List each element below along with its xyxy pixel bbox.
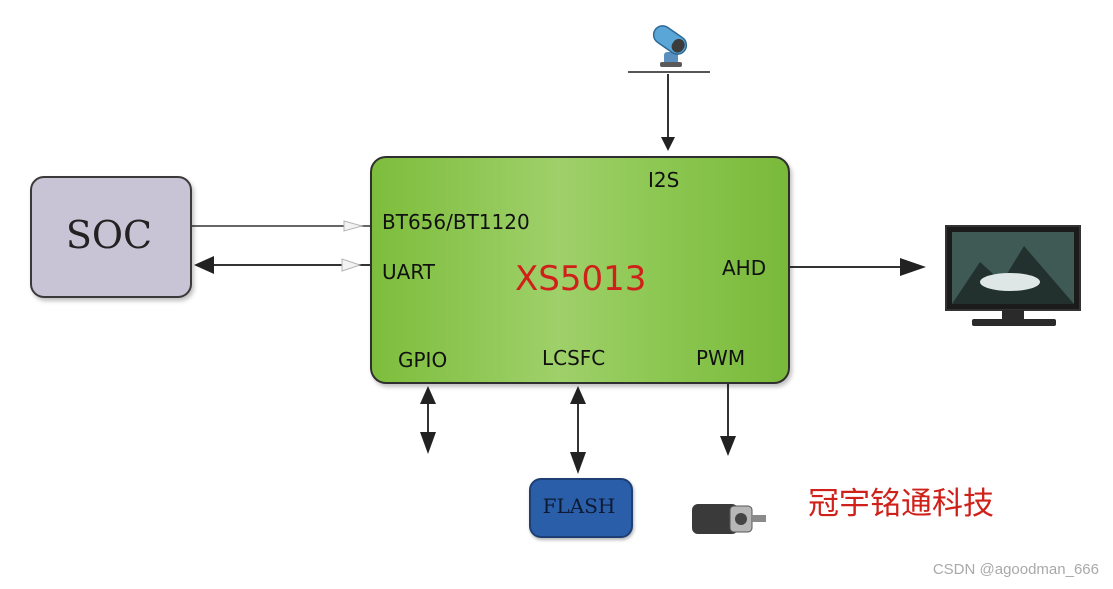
company-name: 冠宇铭通科技 — [808, 486, 994, 522]
chip-name: XS5013 — [515, 259, 647, 299]
lcsfc-flash-arrow — [570, 386, 586, 474]
watermark: CSDN @agoodman_666 — [932, 561, 1099, 578]
i2s-arrow — [661, 74, 675, 151]
pin-lcsfc: LCSFC — [542, 346, 606, 370]
soc-block — [30, 176, 192, 298]
motor-icon — [692, 504, 766, 534]
pin-ahd: AHD — [722, 256, 767, 280]
ahd-arrow — [786, 258, 926, 276]
pin-pwm: PWM — [696, 346, 746, 370]
pin-i2s: I2S — [648, 168, 680, 192]
pin-gpio: GPIO — [398, 348, 448, 372]
pin-bt656: BT656/BT1120 — [382, 210, 530, 234]
gpio-arrow — [420, 386, 436, 454]
bt656-connector — [190, 220, 370, 232]
flash-label: FLASH — [542, 494, 616, 518]
monitor-icon — [945, 225, 1081, 326]
pin-uart: UART — [382, 260, 435, 284]
chip-block — [370, 156, 790, 384]
soc-label: SOC — [65, 213, 153, 257]
microphone-icon — [628, 25, 710, 73]
flash-block — [529, 478, 633, 538]
uart-connector — [194, 256, 370, 274]
pwm-arrow — [720, 380, 736, 456]
